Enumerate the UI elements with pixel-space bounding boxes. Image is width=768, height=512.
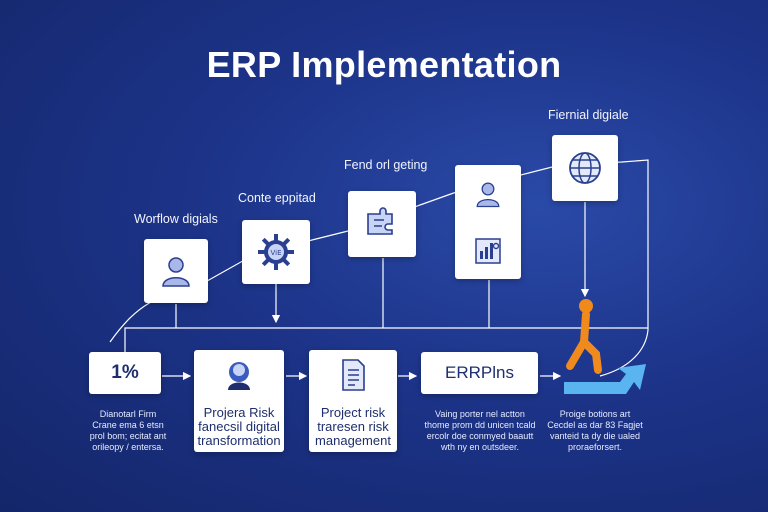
svg-text:ViE: ViE [270,249,281,257]
box2-line2: fanecsil digital [198,419,280,434]
percent-value: 1% [111,362,139,383]
label-conte: Conte eppitad [238,191,316,205]
page-title: ERP Implementation [206,44,562,85]
user-icon [162,257,190,287]
description-1: Dianotarl Firm Crane ema 6 etsn prol bom… [89,409,167,452]
globe-icon [569,152,601,184]
box2-line3: transformation [197,433,281,448]
puzzle-icon [367,207,393,235]
up-arrow-icon [564,364,646,394]
user-icon [228,362,250,390]
risk-management-box: Project risk traresen risk management [309,350,397,452]
description-5: Proige botions art Cecdel as dar 83 Fagj… [547,409,643,452]
document-icon [342,359,365,391]
walking-person-icon [566,299,602,374]
user-icon [476,182,500,207]
card-globe [552,135,618,201]
erp-box: ERRPlns [421,352,538,394]
gear-icon: ViE [258,234,294,270]
label-fiernial: Fiernial digiale [548,108,629,122]
risk-transformation-box: Projera Risk fanecsil digital transforma… [194,350,284,452]
card-user [144,239,208,303]
label-workflow: Worflow digials [134,212,218,226]
card-user-dashboard [455,165,521,279]
card-puzzle [348,191,416,257]
dashboard-icon [475,237,501,264]
description-4: Vaing porter nel actton thome prom dd un… [424,409,536,452]
box2-line1: Projera Risk [203,405,275,420]
box3-line2: traresen risk [317,419,389,434]
label-fend: Fend orl geting [344,158,428,172]
erp-label: ERRPlns [445,363,514,382]
box3-line1: Project risk [320,405,386,420]
box3-line3: management [315,433,391,448]
card-gear: ViE [242,220,310,284]
percent-box: 1% [89,352,161,394]
